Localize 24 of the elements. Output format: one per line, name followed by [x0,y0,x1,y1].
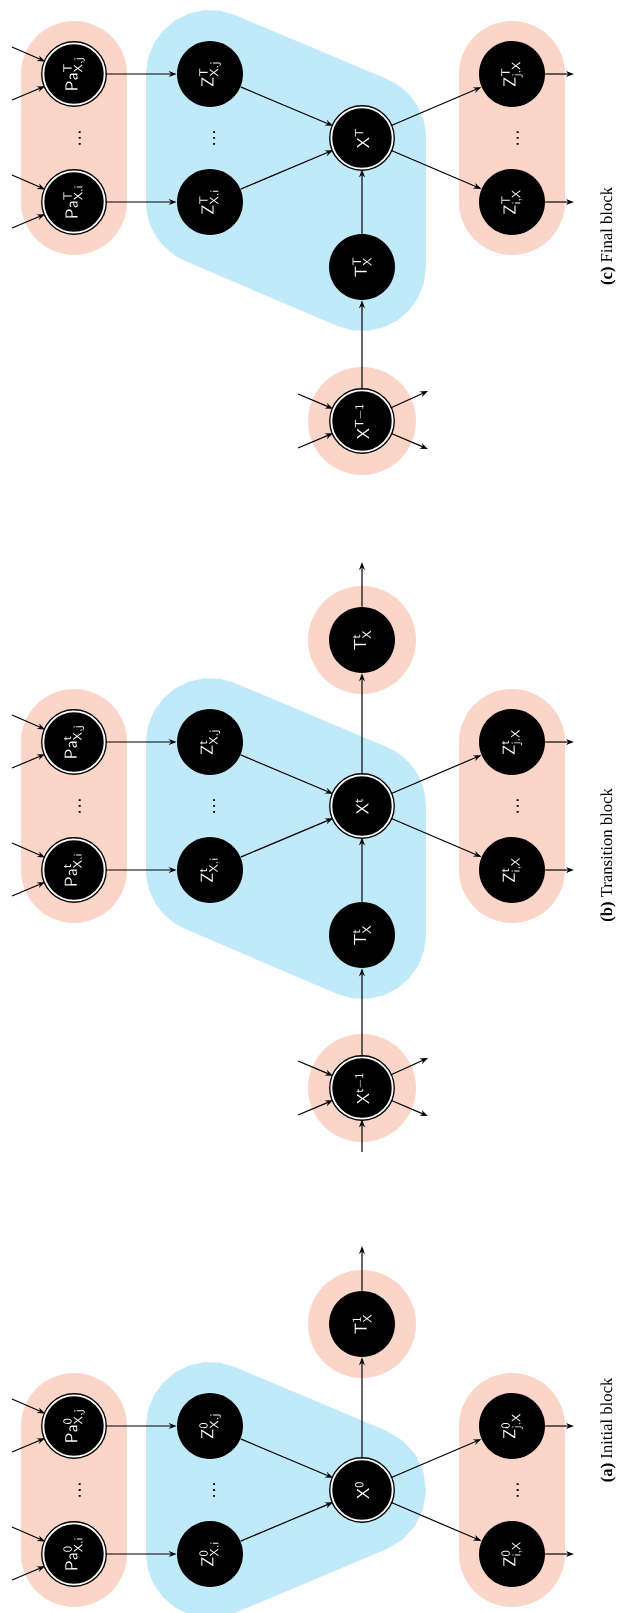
circle-node: $\mathsf{T^{t}_{X}}$ [329,607,395,673]
arrow [390,1099,428,1116]
arrow [389,391,428,409]
circle-node: $\mathsf{Z^{0}_{j,X}}$ [479,1393,545,1459]
arrow [390,432,428,449]
arrow [389,1058,428,1076]
circle-node: $\mathsf{Z^{t}_{X,i}}$ [177,837,243,903]
circle-node: $\mathsf{Z^{T}_{X,i}}$ [177,169,243,235]
subfigure-caption: (c) Final block [600,186,616,285]
circle-node: $\mathsf{T^{T}_{X}}$ [329,234,395,300]
circle-node: $\mathsf{T^{t}_{X}}$ [329,902,395,968]
circle-node: $\mathsf{Z^{t}_{i,X}}$ [479,837,545,903]
double-circle-node: $\mathsf{Pa^{0}_{X,i}}$ [41,1521,107,1587]
circle-node: $\mathsf{Z^{T}_{j,X}}$ [479,41,545,107]
circle-node: $\mathsf{Z^{T}_{i,X}}$ [479,169,545,235]
circle-node: $\mathsf{Z^{0}_{X,i}}$ [177,1521,243,1587]
circle-node: $\mathsf{Z^{T}_{X,j}}$ [177,41,243,107]
circle-node: $\mathsf{Z^{0}_{i,X}}$ [479,1521,545,1587]
circle-node: $\mathsf{Z^{t}_{j,X}}$ [479,709,545,775]
circle-node: $\mathsf{Z^{t}_{X,j}}$ [177,709,243,775]
circle-node: $\mathsf{Z^{0}_{X,j}}$ [177,1393,243,1459]
circle-node: $\mathsf{T^{1}_{X}}$ [329,1291,395,1357]
subfigure-caption: (b) Transition block [600,788,616,922]
subfigure-caption: (a) Initial block [600,1377,616,1482]
